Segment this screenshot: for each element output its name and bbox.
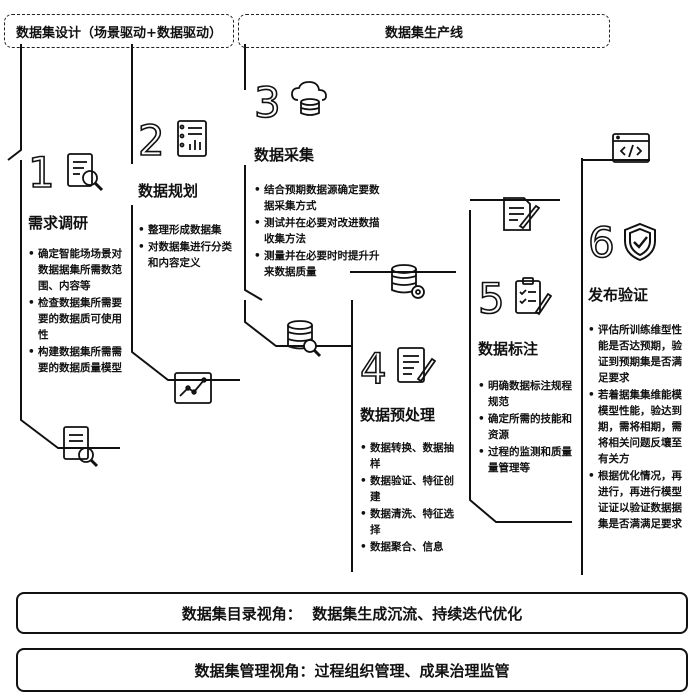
list-item: 明确数据标注规程规范 — [478, 378, 576, 410]
catalog-view-label: 数据集目录视角： 数据集生成沉流、持续迭代优化 — [181, 604, 523, 623]
database-search-icon — [287, 320, 322, 358]
list-item: 确定所需的技能和资源 — [478, 411, 576, 443]
list-item: 结合预期数据源确定要数据采集方式 — [254, 182, 384, 214]
step5-number: 5 — [477, 274, 505, 323]
step3-number: 3 — [253, 78, 281, 127]
database-gear-icon — [391, 264, 425, 299]
design-header-label: 数据集设计（场景驱动+数据驱动） — [16, 25, 222, 41]
list-item: 若着据集集维能模模型性能，验达到期，需将相期，需将相关问题反壤至有关方 — [588, 387, 686, 467]
step1-number: 1 — [27, 148, 55, 197]
list-item: 数据验证、特征创建 — [360, 473, 456, 505]
list-item: 过程的监测和质量量管理等 — [478, 444, 576, 476]
list-item: 根据优化情况，再进行，再进行模型证证以验证数据据集是否满满足要求 — [588, 468, 686, 532]
list-item: 构建数据集所需需要的数据质量模型 — [28, 344, 124, 376]
list-item: 数据清洗、特征选择 — [360, 506, 456, 538]
step6-number: 6 — [587, 218, 615, 267]
cloud-database-icon — [291, 81, 327, 116]
list-item: 测试并在必要对改进数描收集方法 — [254, 215, 384, 247]
step3-list: 结合预期数据源确定要数据采集方式 测试并在必要对改进数描收集方法 测量并在必要时… — [254, 182, 384, 281]
step4-list: 数据转换、数据抽样 数据验证、特征创建 数据清洗、特征选择 数据聚合、信息 — [360, 440, 456, 556]
report-search-icon — [63, 426, 99, 468]
code-window-icon — [612, 133, 650, 163]
checklist-pen-icon — [515, 277, 552, 316]
list-item: 整理形成数据集 — [138, 222, 238, 238]
step1-list: 确定智能场场景对数据据集所需数范围、内容等 检查数据集所需要要的数据质可使用性 … — [28, 246, 124, 377]
line-chart-icon — [174, 372, 212, 404]
step5-title: 数据标注 — [478, 340, 539, 358]
step5-list: 明确数据标注规程规范 确定所需的技能和资源 过程的监测和质量量管理等 — [478, 378, 576, 477]
list-item: 评估所训练维型性能是否达预期，验证到预期集是否满足要求 — [588, 322, 686, 386]
catalog-view-bar: 数据集目录视角： 数据集生成沉流、持续迭代优化 — [16, 592, 688, 634]
report-chart-icon — [177, 120, 207, 157]
step6-title: 发布验证 — [588, 286, 649, 304]
shield-check-icon — [624, 222, 656, 262]
management-view-bar: 数据集管理视角：过程组织管理、成果治理监管 — [16, 648, 688, 692]
list-item: 对数据集进行分类和内容定义 — [138, 239, 238, 271]
step2-title: 数据规划 — [138, 182, 199, 200]
document-search-icon — [67, 153, 104, 192]
list-item: 确定智能场场景对数据据集所需数范围、内容等 — [28, 246, 124, 294]
production-header: 数据集生产线 — [238, 14, 610, 48]
document-pen-icon — [503, 197, 541, 231]
design-header: 数据集设计（场景驱动+数据驱动） — [4, 14, 234, 48]
list-item: 检查数据集所需要要的数据质可使用性 — [28, 295, 124, 343]
step3-title: 数据采集 — [254, 146, 315, 164]
production-header-label: 数据集生产线 — [384, 25, 463, 41]
step2-list: 整理形成数据集 对数据集进行分类和内容定义 — [138, 222, 238, 272]
step4-title: 数据预处理 — [360, 406, 436, 424]
step6-list: 评估所训练维型性能是否达预期，验证到预期集是否满足要求 若着据集集维能模模型性能… — [588, 322, 686, 533]
list-item: 测量并在必要时时提升升来数据质量 — [254, 248, 384, 280]
step4-number: 4 — [359, 344, 387, 393]
step1-title: 需求调研 — [28, 214, 89, 232]
management-view-label: 数据集管理视角：过程组织管理、成果治理监管 — [194, 661, 510, 680]
list-item: 数据转换、数据抽样 — [360, 440, 456, 472]
list-item: 数据聚合、信息 — [360, 539, 456, 555]
step2-number: 2 — [137, 116, 165, 165]
document-edit-icon — [397, 347, 436, 383]
